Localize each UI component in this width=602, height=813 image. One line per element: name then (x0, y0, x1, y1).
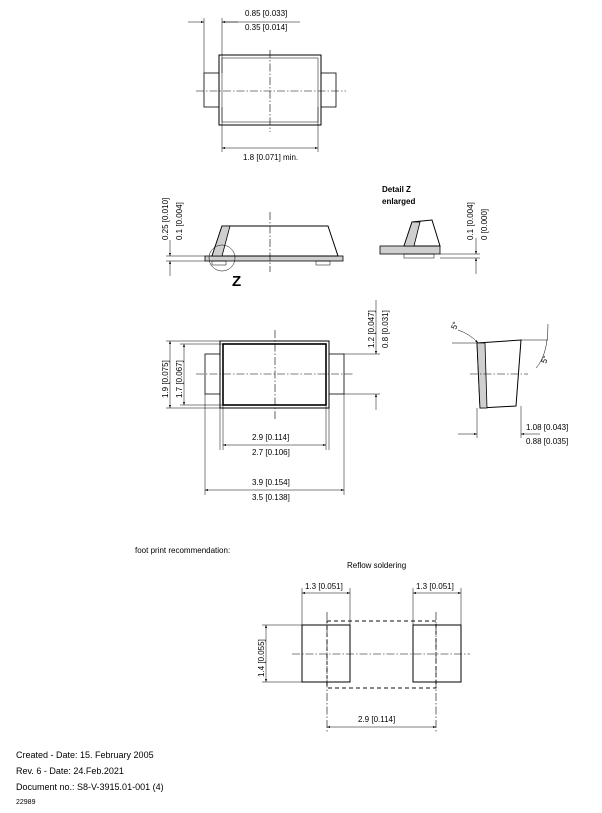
footprint-left-pad (301, 624, 351, 683)
footer-document: Document no.: S8-V-3915.01-001 (4) (16, 782, 164, 792)
footprint-pad-width-left: 1.3 [0.051] (305, 582, 343, 591)
detail-z-title: Detail Z (382, 185, 411, 194)
plan-dim-height-inner: 1.7 [0.067] (175, 360, 184, 398)
top-view: 0.85 [0.033] 0.35 [0.014] 1.8 [0.071] mi… (188, 9, 346, 162)
top-dim-bottom: 1.8 [0.071] min. (243, 153, 298, 162)
detail-z-dim-upper: 0.1 [0.004] (466, 202, 475, 240)
footprint-pitch: 2.9 [0.114] (358, 715, 395, 724)
end-view: 5° 5° 1.08 [0.043] 0.88 [0.035] (449, 320, 568, 446)
footprint-right-pad (412, 624, 462, 683)
plan-dim-total-upper: 3.9 [0.154] (252, 478, 290, 487)
plan-view: 1.9 [0.075] 1.7 [0.067] 1.2 [0.047] 0.8 … (161, 300, 390, 502)
plan-dim-height-outer: 1.9 [0.075] (161, 360, 170, 398)
footer-created: Created - Date: 15. February 2005 (16, 750, 154, 760)
plan-dim-body-lower: 2.7 [0.106] (252, 448, 290, 457)
detail-z: Detail Z enlarged 0.1 [0.004] 0 [0.000] (379, 185, 489, 274)
side-dim-left-lower: 0.1 [0.004] (175, 202, 184, 240)
footprint-pad-height: 1.4 [0.055] (257, 639, 266, 677)
detail-z-marker-circle (208, 244, 236, 272)
detail-z-subtitle: enlarged (382, 197, 415, 206)
detail-z-foot (403, 253, 435, 259)
footprint-heading: foot print recommendation: (135, 546, 230, 555)
plan-view-body-inner (222, 343, 327, 406)
plan-view-body (219, 340, 330, 409)
side-view-left-foot (211, 260, 227, 266)
end-angle-right: 5° (539, 354, 550, 364)
end-dim-upper: 1.08 [0.043] (526, 423, 568, 432)
side-view-leadframe (204, 255, 344, 262)
detail-z-marker-label: Z (232, 273, 241, 290)
end-angle-top: 5° (449, 320, 460, 330)
plan-dim-lead-upper: 1.2 [0.047] (367, 310, 376, 348)
side-dim-left-upper: 0.25 [0.010] (161, 198, 170, 240)
angle-arc (535, 323, 549, 369)
footer-revision: Rev. 6 - Date: 24.Feb.2021 (16, 766, 124, 776)
detail-z-dim-lower: 0 [0.000] (480, 209, 489, 240)
angle-arc (457, 329, 479, 344)
top-dim-upper: 0.85 [0.033] (245, 9, 287, 18)
plan-dim-total-lower: 3.5 [0.138] (252, 493, 290, 502)
footprint-pad-width-right: 1.3 [0.051] (416, 582, 454, 591)
end-view-lead (476, 342, 488, 409)
top-dim-lower: 0.35 [0.014] (245, 23, 287, 32)
detail-z-body-shade (403, 221, 421, 247)
side-view-body-shade (211, 225, 231, 257)
side-view: Z 0.25 [0.010] 0.1 [0.004] (161, 198, 344, 290)
plan-dim-body-upper: 2.9 [0.114] (252, 433, 289, 442)
footprint: foot print recommendation: Reflow solder… (135, 546, 470, 732)
detail-z-leadframe (379, 245, 441, 255)
footer-number: 22989 (16, 799, 36, 806)
side-view-body (211, 225, 339, 257)
end-dim-lower: 0.88 [0.035] (526, 437, 568, 446)
footprint-subheading: Reflow soldering (347, 561, 406, 570)
plan-dim-lead-lower: 0.8 [0.031] (381, 310, 390, 348)
side-view-right-foot (315, 260, 331, 266)
